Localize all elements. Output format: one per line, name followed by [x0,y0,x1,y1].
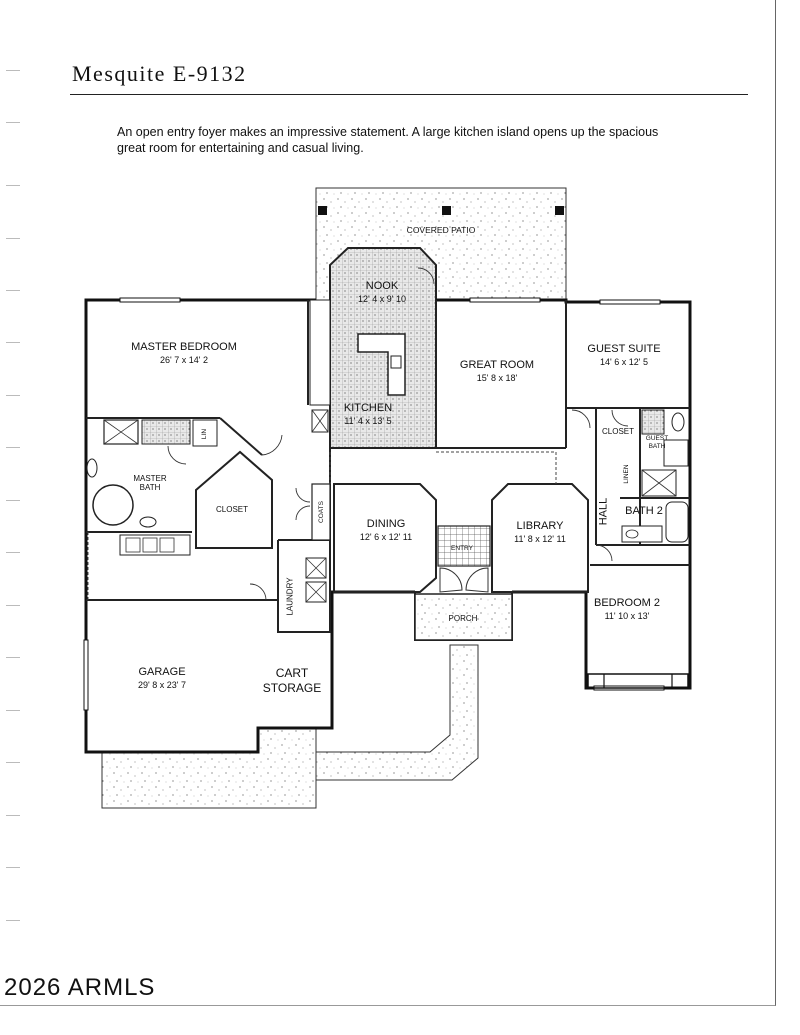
label-cart-storage: CART STORAGE [262,666,322,695]
label-master-bath: MASTER BATH [133,474,167,492]
openings [87,451,557,600]
kitchen-island [357,333,406,396]
guest-toilet [671,412,685,432]
label-hall-linen: LINEN [623,464,630,484]
bedroom2-window-posts [587,673,689,689]
master-sink [139,516,157,528]
label-entry: ENTRY [451,545,473,552]
label-guest-closet: CLOSET [601,427,635,436]
master-sink [86,458,98,478]
copyright-watermark: 2026 ARMLS [4,974,156,1001]
patio-post [318,206,327,215]
label-coats: COATS [318,501,325,523]
label-guest-bath: GUEST BATH [645,435,669,450]
page-title: Mesquite E-9132 [72,61,247,86]
bath2-tub [665,501,689,543]
coats-closet [311,483,331,541]
label-porch: PORCH [448,614,478,623]
label-laundry: LAUNDRY [285,577,295,616]
master-tub [92,484,134,526]
entry-door [465,567,489,593]
label-covered-patio: COVERED PATIO [406,225,476,235]
plan-description: An open entry foyer makes an impressive … [117,125,659,155]
guest-shower [641,409,665,435]
label-hall: HALL [597,497,610,526]
entry-door [439,567,463,593]
title-bar: Mesquite E-9132 [70,58,748,95]
pantry [309,299,331,406]
door-swings [167,267,629,601]
master-toilet-room [141,419,191,445]
driveway [101,727,317,809]
porch [414,593,513,641]
island-sink [390,355,402,369]
guest-vanity [663,439,689,467]
front-walk [315,644,479,781]
entry-floor [437,525,491,567]
master-linen [192,419,218,447]
label-bath2: BATH 2 [625,505,663,517]
label-master-linen: LIN [201,428,208,440]
page-border [0,0,776,1006]
patio-post [442,206,451,215]
patio-post [555,206,564,215]
label-master-closet: CLOSET [215,505,249,514]
